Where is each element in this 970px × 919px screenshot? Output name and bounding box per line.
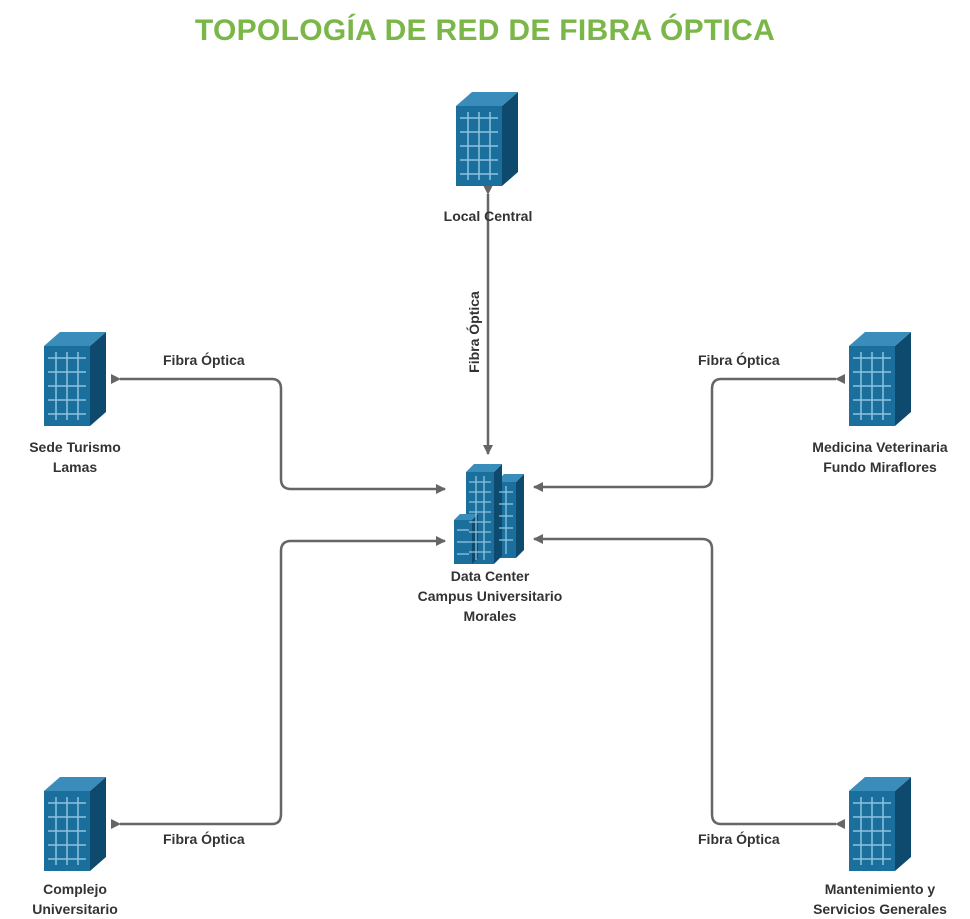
link-label-left-top: Fibra Óptica — [163, 352, 245, 368]
mantenimiento-building-icon — [849, 777, 911, 871]
link-right-top-line — [533, 374, 845, 492]
link-label-right-top: Fibra Óptica — [698, 352, 780, 368]
node-label-line: Servicios Generales — [813, 901, 947, 917]
link-left-top-line — [111, 374, 446, 494]
node-label-line: Local Central — [443, 208, 533, 224]
link-label-right-bottom: Fibra Óptica — [698, 831, 780, 847]
link-label-left-bottom: Fibra Óptica — [163, 831, 245, 847]
node-label-sede-turismo: Sede Turismo Lamas — [0, 437, 155, 477]
diagram-title: TOPOLOGÍA DE RED DE FIBRA ÓPTICA — [194, 14, 776, 47]
node-label-line: Universitario — [32, 901, 118, 917]
node-label-data-center: Data Center Campus Universitario Morales — [385, 566, 595, 626]
node-label-line: Medicina Veterinaria — [812, 439, 948, 455]
link-label-top: Fibra Óptica — [466, 291, 482, 373]
node-label-line: Campus Universitario — [417, 588, 563, 604]
medicina-veterinaria-building-icon — [849, 332, 911, 426]
sede-turismo-building-icon — [44, 332, 106, 426]
data-center-towers-icon — [454, 464, 524, 564]
node-label-complejo-universitario: Complejo Universitario — [0, 879, 155, 919]
complejo-universitario-building-icon — [44, 777, 106, 871]
link-left-bottom-line — [111, 536, 446, 829]
node-label-local-central: Local Central — [388, 206, 588, 226]
link-right-bottom-line — [533, 534, 845, 829]
node-label-line: Morales — [463, 608, 517, 624]
node-label-mantenimiento: Mantenimiento y Servicios Generales — [780, 879, 970, 919]
node-label-line: Fundo Miraflores — [823, 459, 937, 475]
node-label-medicina-veterinaria: Medicina Veterinaria Fundo Miraflores — [780, 437, 970, 477]
node-label-line: Data Center — [450, 568, 530, 584]
node-label-line: Mantenimiento y — [824, 881, 936, 897]
local-central-building-icon — [456, 92, 518, 186]
node-label-line: Complejo — [43, 881, 107, 897]
node-label-line: Lamas — [52, 459, 98, 475]
node-label-line: Sede Turismo — [29, 439, 121, 455]
